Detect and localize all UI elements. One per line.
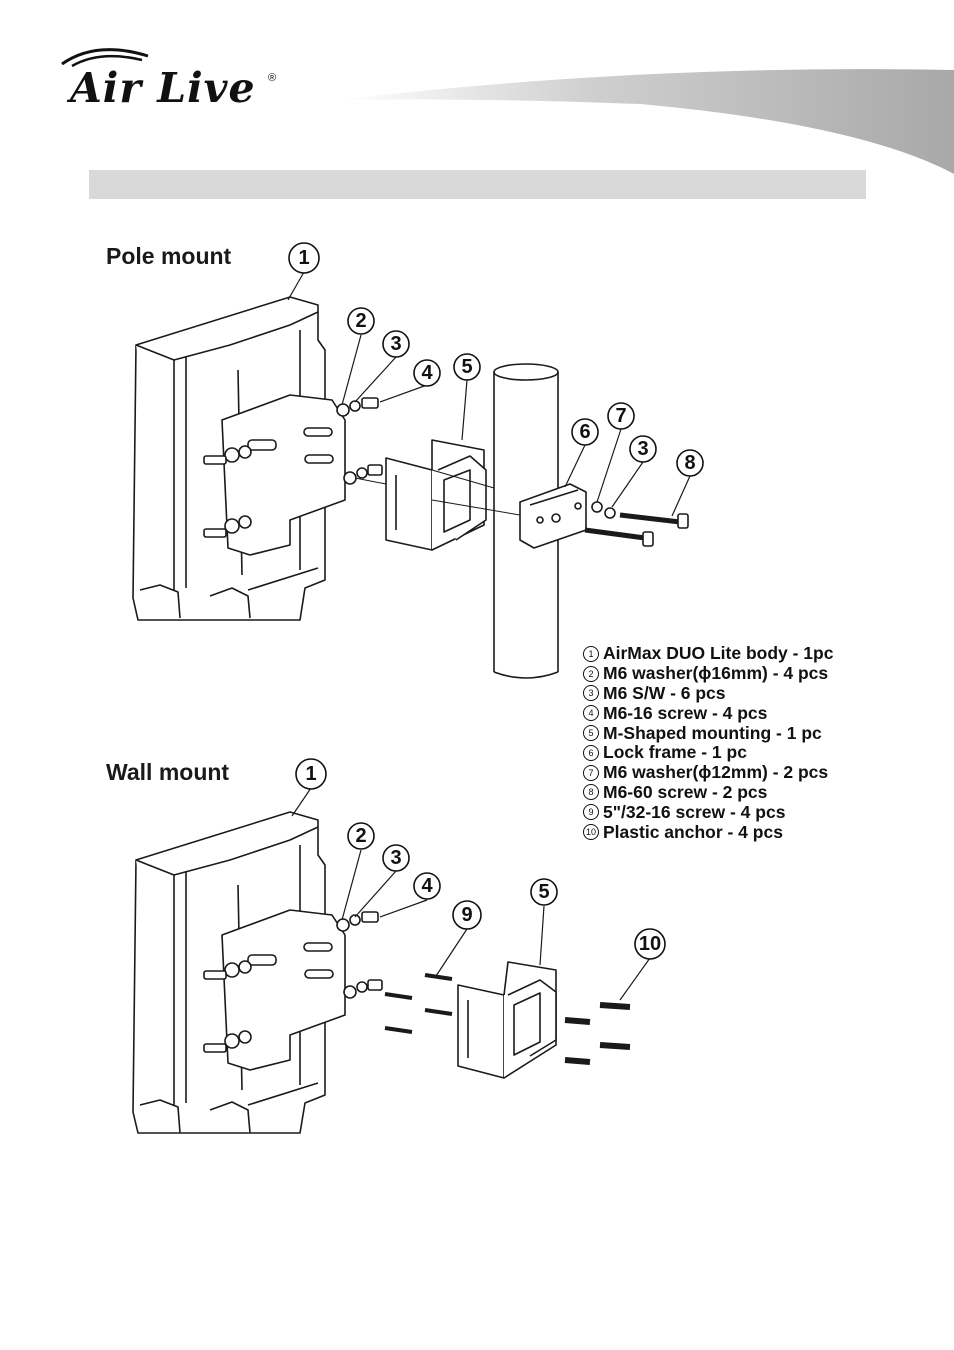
svg-text:3: 3 (390, 333, 401, 355)
svg-text:2: 2 (355, 310, 366, 332)
svg-text:10: 10 (639, 933, 661, 955)
legend-number: 5 (583, 725, 599, 742)
callout-7: 7 (607, 402, 635, 430)
svg-text:9: 9 (461, 904, 472, 926)
callout-w10: 10 (634, 928, 666, 960)
callout-3: 3 (382, 330, 410, 358)
airlive-logo: Air Live ® (56, 42, 286, 112)
pole-mount-diagram: 1 2 3 4 5 6 7 3 8 (132, 242, 704, 679)
legend-text: Lock frame - 1 pc (603, 742, 747, 763)
svg-text:5: 5 (461, 356, 472, 378)
legend-number: 8 (583, 784, 599, 801)
legend-text: M6 washer(ϕ16mm) - 4 pcs (603, 663, 829, 684)
svg-text:7: 7 (615, 405, 626, 427)
callout-w3: 3 (382, 844, 410, 872)
page-header: Air Live ® (0, 0, 954, 200)
legend-text: M6 washer(ϕ12mm) - 2 pcs (603, 762, 829, 783)
legend-number: 1 (583, 645, 599, 662)
svg-text:4: 4 (421, 875, 433, 897)
callout-w5: 5 (530, 878, 558, 906)
callout-w2: 2 (347, 822, 375, 850)
legend-text: M6-60 screw - 2 pcs (603, 781, 768, 802)
section-title-bar (89, 170, 866, 199)
pole-mount-title: Pole mount (106, 243, 232, 269)
callout-2: 2 (347, 307, 375, 335)
legend-number: 2 (583, 665, 599, 682)
logo-wordmark: Air Live (70, 64, 256, 112)
legend-number: 4 (583, 705, 599, 722)
callout-w1: 1 (295, 758, 327, 790)
legend-number: 9 (583, 804, 599, 821)
legend-number: 7 (583, 764, 599, 781)
antenna-body-wall (132, 811, 346, 1134)
legend-text: Plastic anchor - 4 pcs (603, 821, 783, 842)
callout-6: 6 (571, 418, 599, 446)
legend-text: M-Shaped mounting - 1 pc (603, 722, 822, 743)
legend-text: M6-16 screw - 4 pcs (603, 702, 768, 723)
legend-text: AirMax DUO Lite body - 1pc (603, 643, 834, 664)
callout-1: 1 (288, 242, 320, 274)
registered-mark: ® (268, 72, 277, 84)
callout-8: 8 (676, 449, 704, 477)
legend-number: 3 (583, 685, 599, 702)
svg-text:5: 5 (538, 881, 549, 903)
svg-text:1: 1 (305, 763, 316, 785)
callout-w9: 9 (452, 900, 482, 930)
legend-text: 5"/32-16 screw - 4 pcs (603, 801, 786, 822)
svg-text:1: 1 (298, 247, 309, 269)
wall-mount-title: Wall mount (106, 759, 230, 785)
header-swoosh (340, 69, 954, 174)
svg-text:2: 2 (355, 825, 366, 847)
legend-number: 6 (583, 744, 599, 761)
svg-text:3: 3 (637, 438, 648, 460)
pole (493, 363, 559, 679)
m-shaped-bracket (385, 439, 487, 551)
svg-text:6: 6 (579, 421, 590, 443)
callout-5: 5 (453, 353, 481, 381)
antenna-body (132, 296, 346, 621)
legend-text: M6 S/W - 6 pcs (603, 683, 726, 703)
wifi-arcs-icon (61, 48, 149, 68)
callout-w4: 4 (413, 872, 441, 900)
m-shaped-bracket-wall (457, 961, 557, 1079)
callout-3b: 3 (629, 435, 657, 463)
callout-4: 4 (413, 359, 441, 387)
legend-number: 10 (583, 824, 599, 841)
svg-text:3: 3 (390, 847, 401, 869)
svg-text:4: 4 (421, 362, 433, 384)
svg-text:8: 8 (684, 452, 695, 474)
